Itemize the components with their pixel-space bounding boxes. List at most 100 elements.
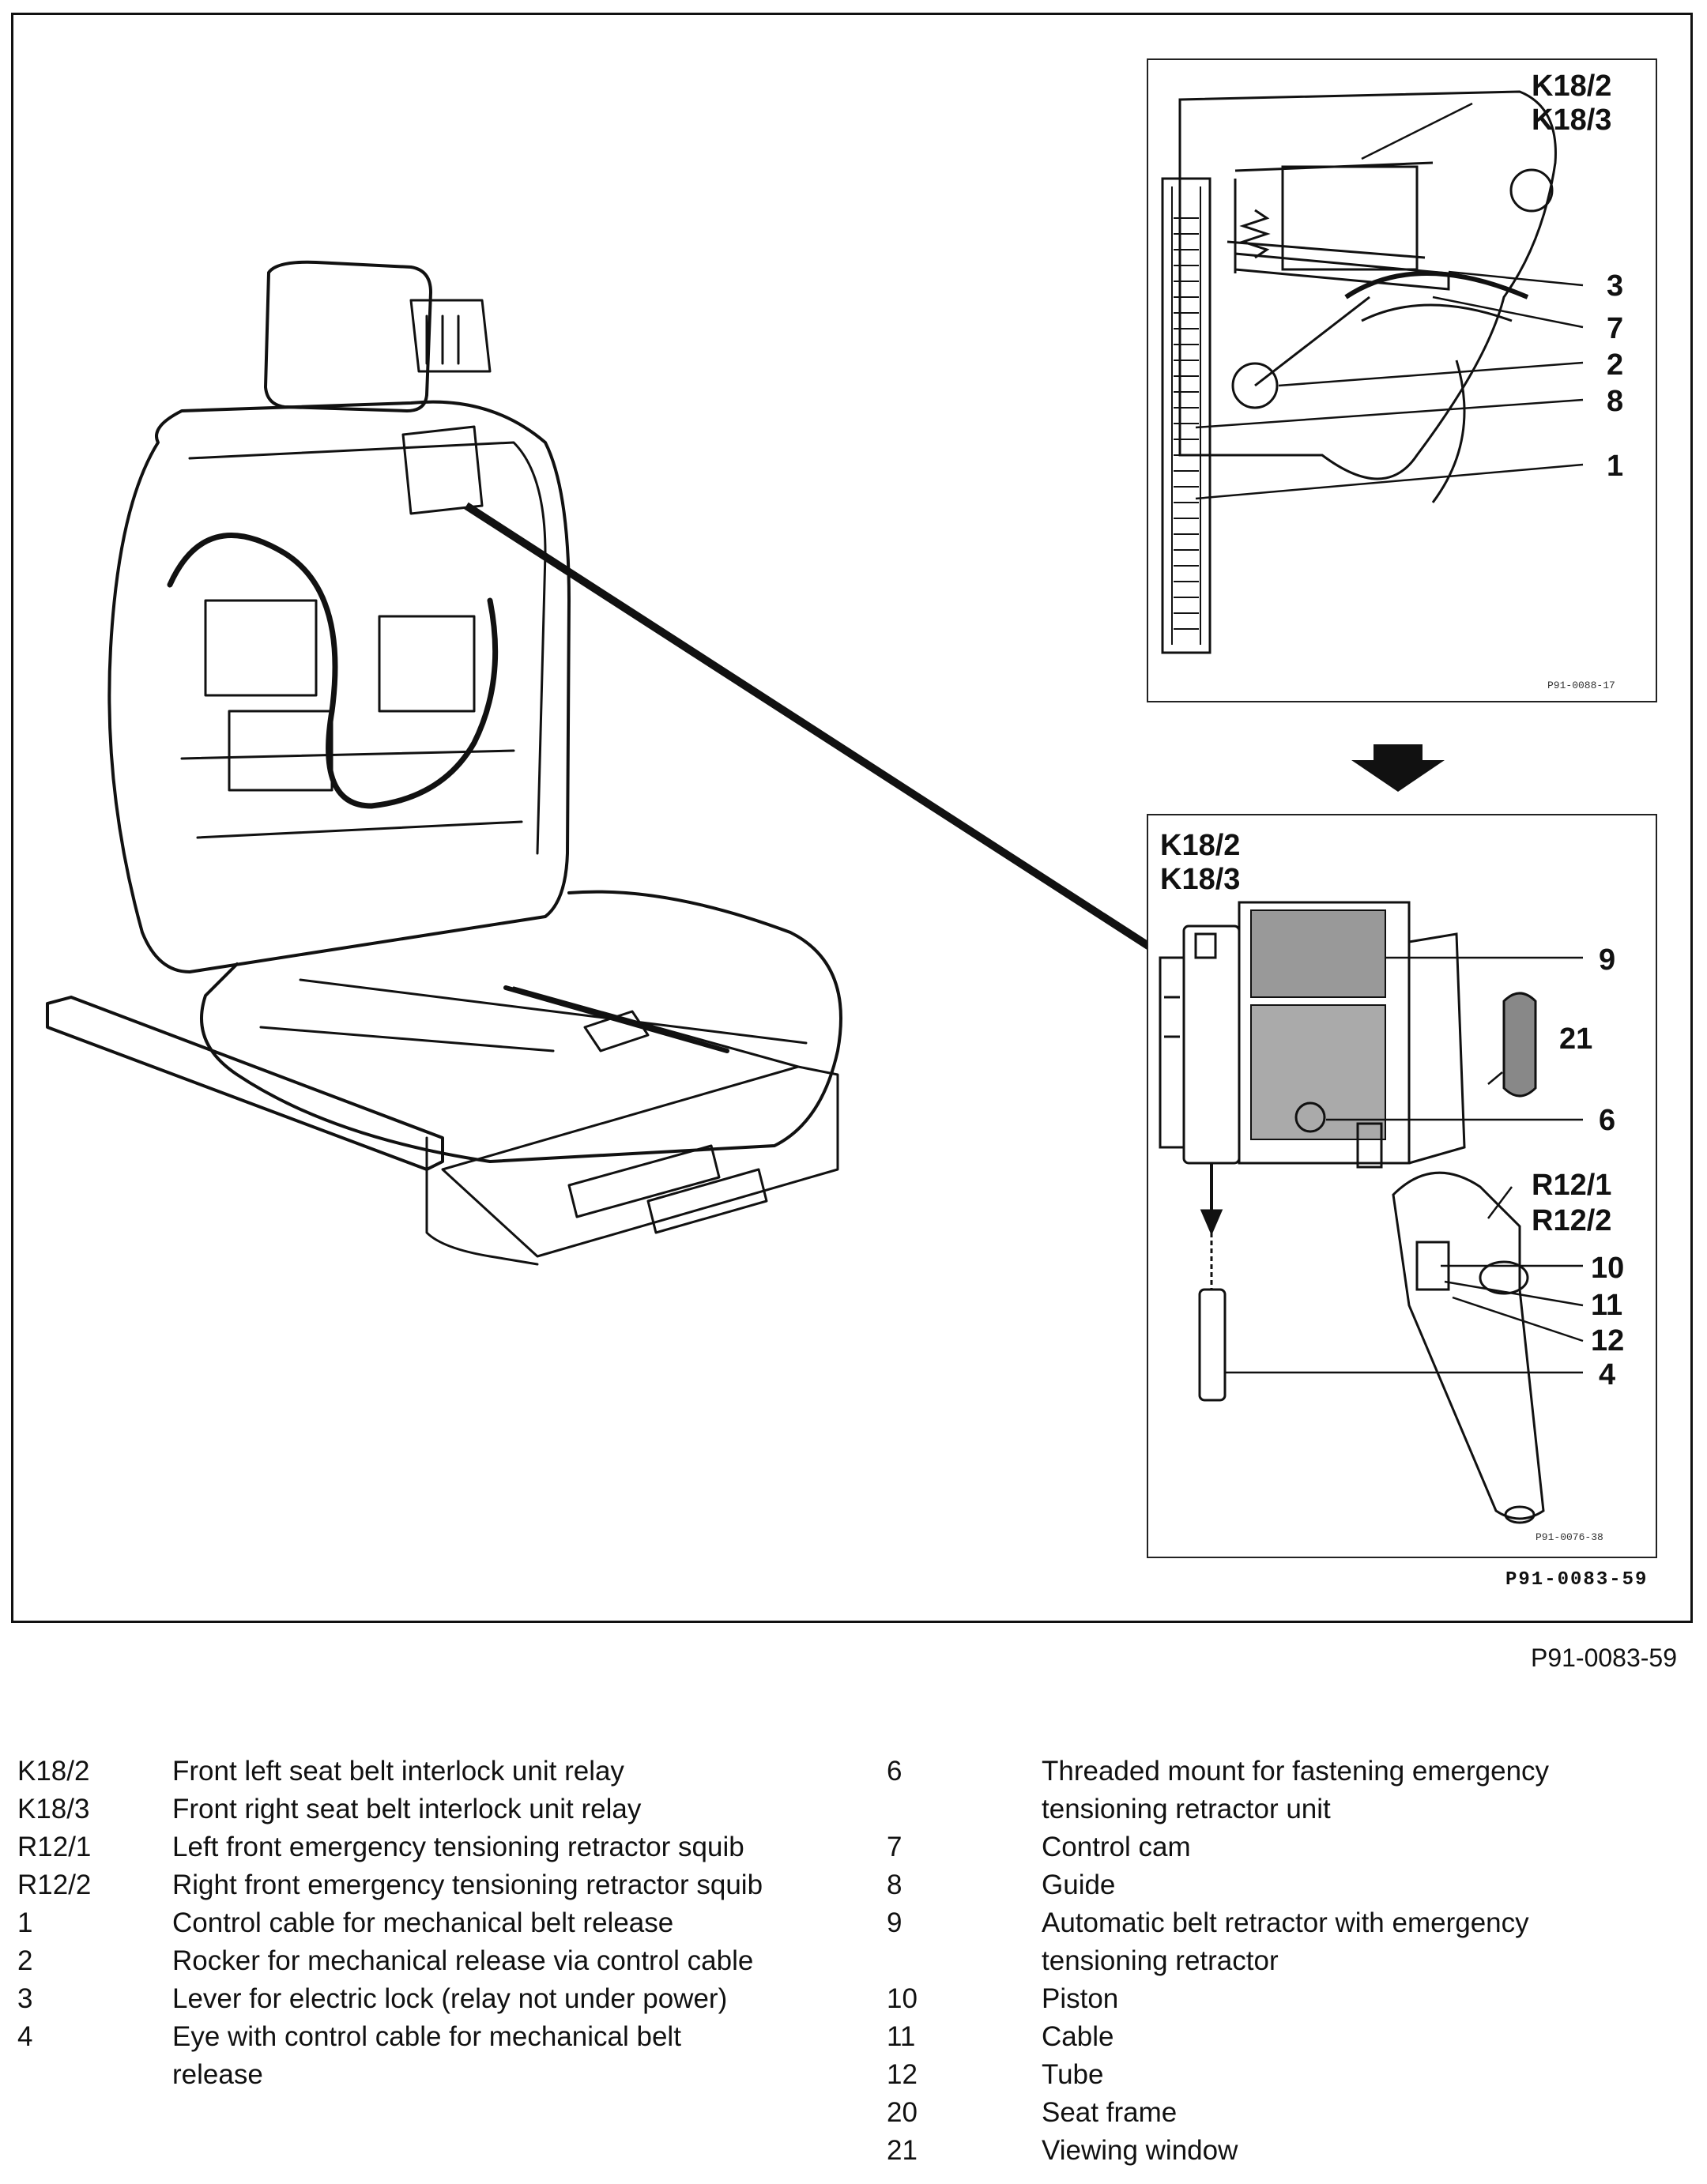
retractor-unit <box>401 299 492 515</box>
label-k18-3: K18/3 <box>1532 104 1611 137</box>
legend-code: 12 <box>887 2059 918 2090</box>
legend-desc: Eye with control cable for mechanical be… <box>172 2021 681 2090</box>
legend-desc: Guide <box>1042 1870 1116 1900</box>
label-r12-2: R12/2 <box>1532 1204 1611 1237</box>
control-cam <box>1344 271 1529 299</box>
leader-relay <box>1361 102 1473 160</box>
legend-desc: Piston <box>1042 1983 1119 2014</box>
legend-code: 20 <box>887 2097 918 2128</box>
figure-frame <box>11 13 1693 1623</box>
legend-row: 9 Automatic belt retractor with emergency… <box>887 1904 1642 1980</box>
legend-left: K18/2 Front left seat belt interlock unit… <box>17 1753 868 2094</box>
inset-bottom-drawing: K18/2 K18/3 9 21 6 R12/1 R12/2 10 11 12 … <box>1159 829 1624 1543</box>
inset-top-drawing: K18/2 K18/3 3 7 2 8 1 P91-0088-17 <box>1161 70 1623 691</box>
seat-rail-left <box>46 996 444 1171</box>
legend-desc: Lever for electric lock (relay not under… <box>172 1983 728 2014</box>
label-12: 12 <box>1591 1324 1624 1357</box>
legend-desc: Rocker for mechanical release via contro… <box>172 1945 754 1976</box>
legend-desc: Automatic belt retractor with emergency … <box>1042 1907 1529 1976</box>
label-8: 8 <box>1607 385 1623 418</box>
lever <box>1234 252 1450 291</box>
legend-desc: Viewing window <box>1042 2135 1238 2166</box>
viewing-window <box>1502 992 1537 1098</box>
figure-code: P91-0083-59 <box>1505 1569 1649 1591</box>
label-4: 4 <box>1599 1358 1615 1391</box>
label-k18-2: K18/2 <box>1532 70 1611 103</box>
rocker <box>1231 362 1279 409</box>
retractor-body <box>1238 901 1411 1165</box>
legend-row: 11 Cable <box>887 2018 1642 2056</box>
control-cable <box>167 533 499 809</box>
label-9: 9 <box>1599 943 1615 977</box>
legend-code: 10 <box>887 1983 918 2014</box>
leader-3 <box>1448 270 1584 287</box>
legend-desc: Tube <box>1042 2059 1104 2090</box>
label-11: 11 <box>1591 1289 1622 1322</box>
legend-code: 1 <box>17 1907 33 1938</box>
seat-frame <box>441 1065 839 1258</box>
seat-motors <box>567 1144 768 1234</box>
legend-desc: Front right seat belt interlock unit rel… <box>172 1794 642 1824</box>
legend-row: R12/2 Right front emergency tensioning re… <box>17 1866 868 1904</box>
label-6: 6 <box>1599 1104 1615 1137</box>
label-21: 21 <box>1559 1022 1592 1056</box>
legend-code: 7 <box>887 1832 902 1862</box>
legend-code: 11 <box>887 2021 916 2052</box>
legend-row: 20 Seat frame <box>887 2094 1642 2132</box>
legend-row: 1 Control cable for mechanical belt relea… <box>17 1904 868 1942</box>
seat-cushion <box>200 890 842 1163</box>
label-1: 1 <box>1607 450 1623 483</box>
legend-desc: Front left seat belt interlock unit rela… <box>172 1756 624 1787</box>
relay-housing <box>1182 924 1241 1165</box>
legend-row: 4 Eye with control cable for mechanical b… <box>17 2018 868 2094</box>
legend-desc: Control cable for mechanical belt releas… <box>172 1907 674 1938</box>
legend-code: 21 <box>887 2135 918 2166</box>
legend-code: 9 <box>887 1907 902 1938</box>
legend-code: 8 <box>887 1870 902 1900</box>
legend-row: 7 Control cam <box>887 1828 1642 1866</box>
legend-desc: Left front emergency tensioning retracto… <box>172 1832 744 1862</box>
legend-code: K18/2 <box>17 1756 90 1787</box>
label-10: 10 <box>1591 1252 1624 1285</box>
legend-code: 4 <box>17 2021 33 2052</box>
relay-block <box>1281 165 1419 271</box>
down-arrow-icon <box>1351 744 1445 792</box>
legend-code: 2 <box>17 1945 33 1976</box>
legend-row: 12 Tube <box>887 2056 1642 2094</box>
legend-row: 10 Piston <box>887 1980 1642 2018</box>
inset-top-panel: K18/2 K18/3 3 7 2 8 1 P91-0088-17 <box>1147 58 1657 702</box>
inset-bottom-code: P91-0076-38 <box>1536 1531 1603 1543</box>
legend-desc: Seat frame <box>1042 2097 1178 2128</box>
headrest <box>264 260 432 412</box>
legend-row: 6 Threaded mount for fastening emergency … <box>887 1753 1642 1828</box>
legend-row: 2 Rocker for mechanical release via contr… <box>17 1942 868 1980</box>
eye-control-cable <box>1198 1288 1227 1402</box>
inset-bottom-panel: K18/2 K18/3 9 21 6 R12/1 R12/2 10 11 12 … <box>1147 814 1657 1558</box>
label-2: 2 <box>1607 348 1623 382</box>
legend-desc: Control cam <box>1042 1832 1191 1862</box>
label-r12-1: R12/1 <box>1532 1169 1611 1202</box>
seat-back <box>107 400 571 973</box>
legend-code: K18/3 <box>17 1794 90 1824</box>
label-3: 3 <box>1607 269 1623 303</box>
label-k18-2-b: K18/2 <box>1160 829 1240 862</box>
legend-row: R12/1 Left front emergency tensioning ret… <box>17 1828 868 1866</box>
legend-desc: Threaded mount for fastening emergency t… <box>1042 1756 1550 1824</box>
figure-reference: P91-0083-59 <box>1530 1644 1677 1672</box>
legend-row: K18/2 Front left seat belt interlock unit… <box>17 1753 868 1791</box>
legend-code: R12/1 <box>17 1832 92 1862</box>
legend-desc: Cable <box>1042 2021 1114 2052</box>
legend-code: 6 <box>887 1756 902 1787</box>
legend-right: 6 Threaded mount for fastening emergency … <box>887 1753 1642 2170</box>
leader-line <box>464 502 1164 958</box>
seat-illustration <box>46 260 1445 1266</box>
legend-row: 8 Guide <box>887 1866 1642 1904</box>
tube <box>1392 1171 1545 1520</box>
legend-row: K18/3 Front right seat belt interlock uni… <box>17 1791 868 1828</box>
legend-desc: Right front emergency tensioning retract… <box>172 1870 763 1900</box>
legend-code: 3 <box>17 1983 33 2014</box>
legend-code: R12/2 <box>17 1870 92 1900</box>
legend-row: 21 Viewing window <box>887 2132 1642 2170</box>
label-7: 7 <box>1607 312 1623 345</box>
legend-row: 3 Lever for electric lock (relay not unde… <box>17 1980 868 2018</box>
